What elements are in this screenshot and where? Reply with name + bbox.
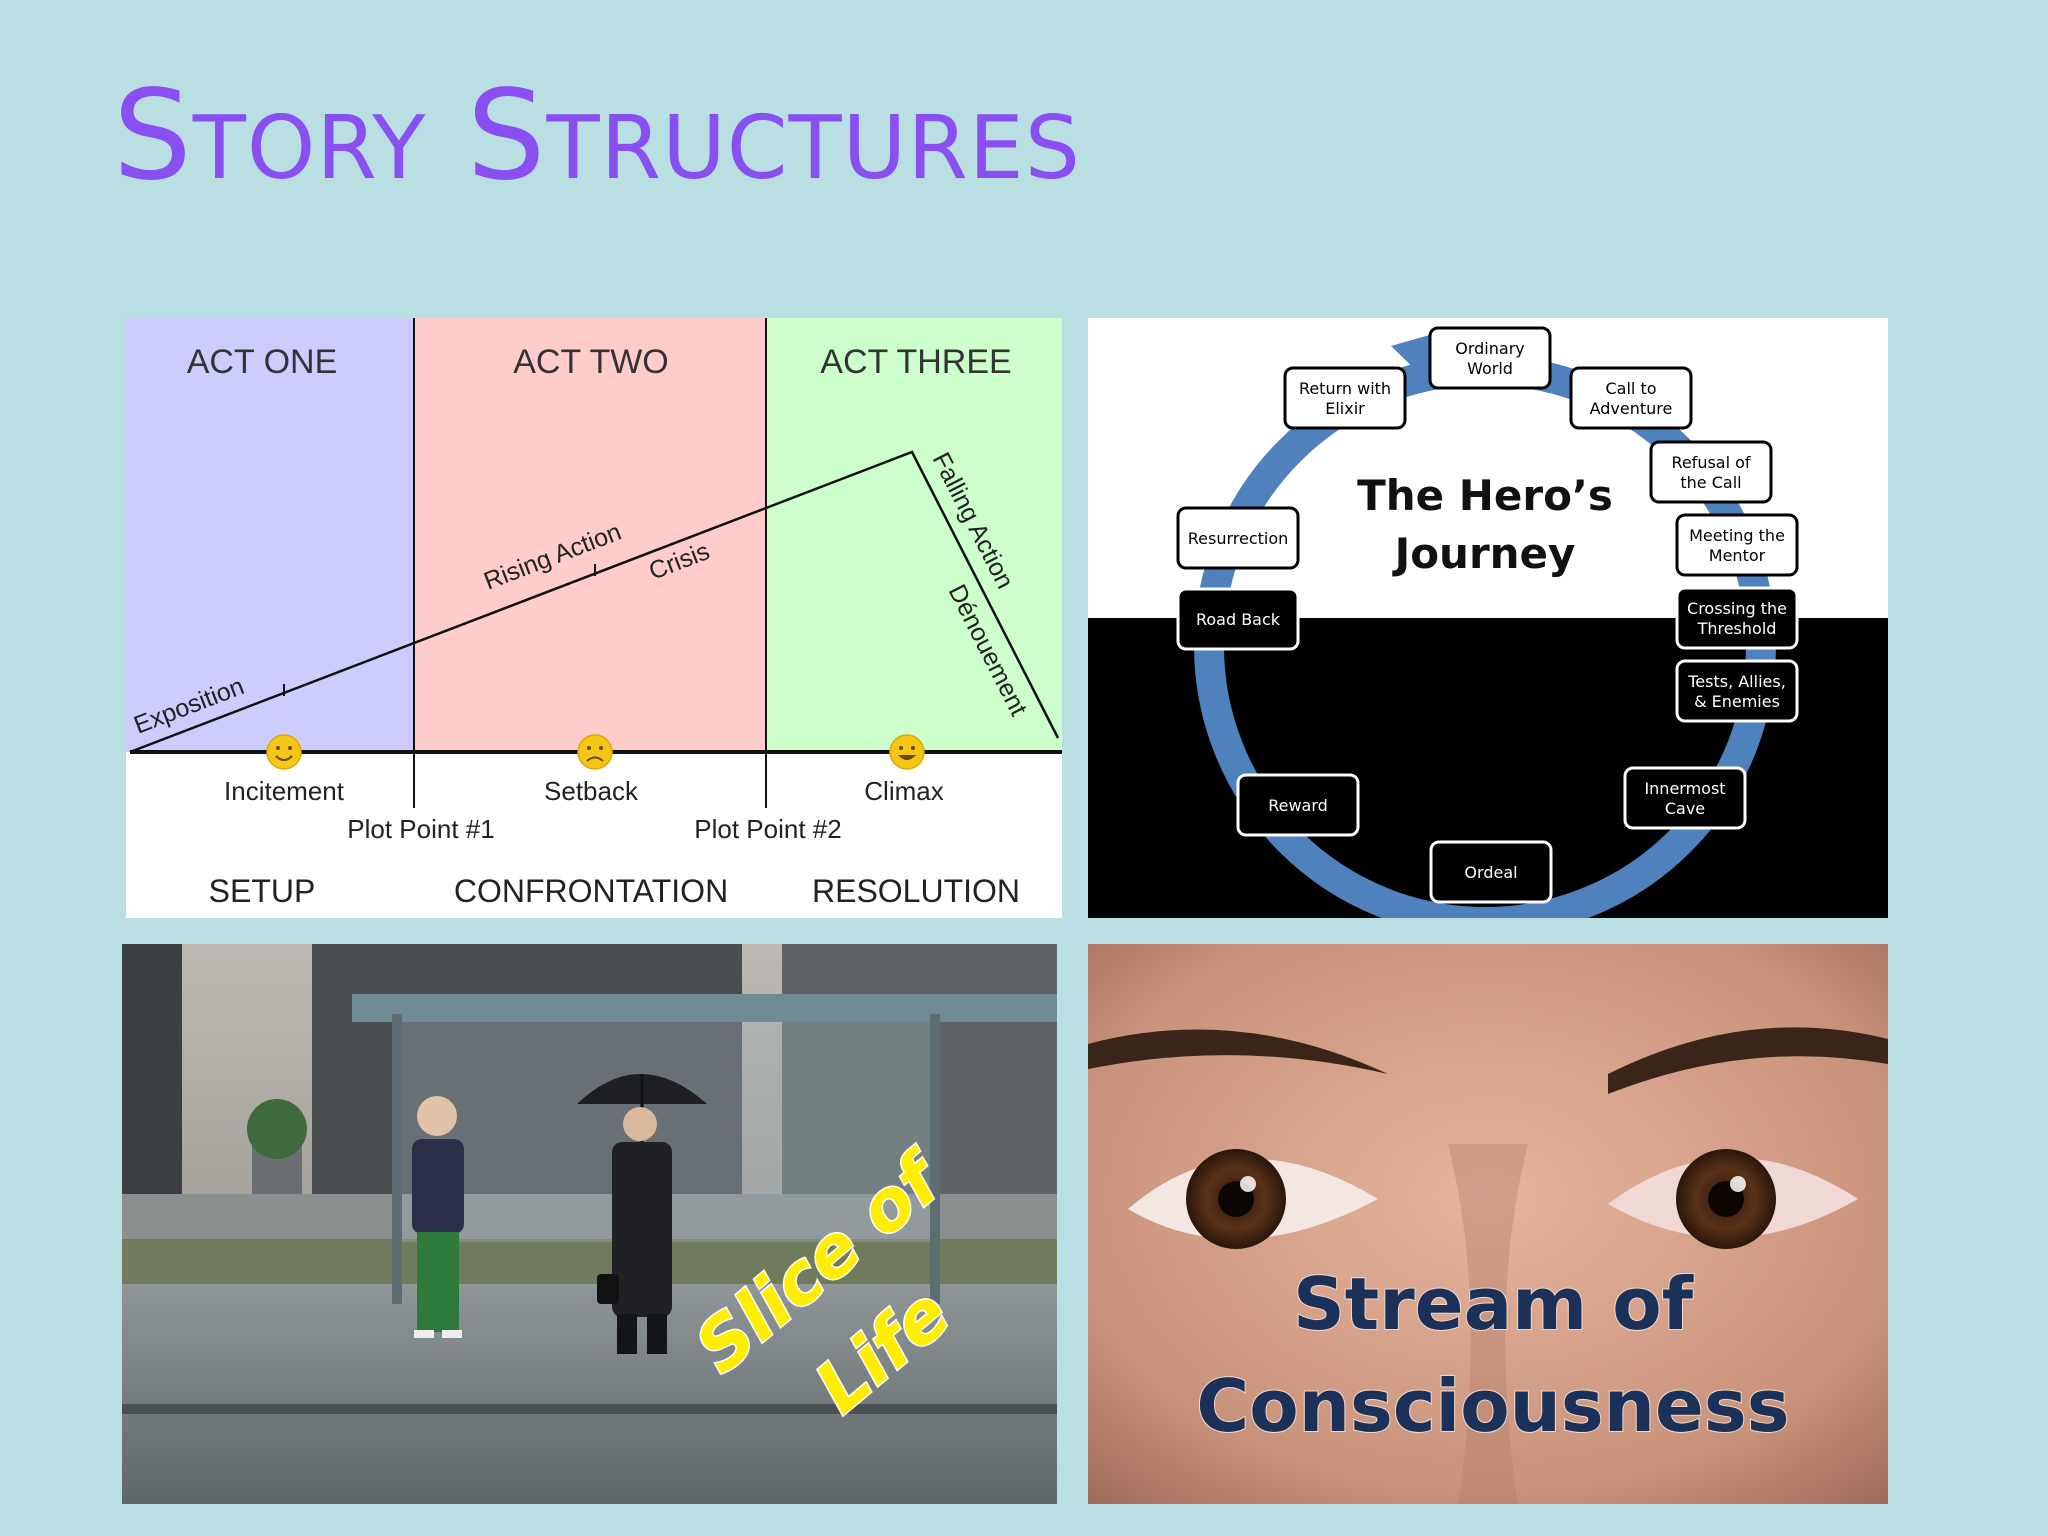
act-two-label: ACT TWO bbox=[513, 343, 669, 381]
setup-label: SETUP bbox=[209, 873, 316, 909]
svg-text:Ordeal: Ordeal bbox=[1464, 863, 1517, 882]
incitement-label: Incitement bbox=[224, 776, 345, 806]
svg-text:Adventure: Adventure bbox=[1590, 399, 1673, 418]
right-eye bbox=[1608, 1149, 1858, 1249]
stream-of-consciousness-photo: Stream of Consciousness bbox=[1088, 944, 1888, 1504]
bus-shelter-roof bbox=[352, 994, 1057, 1022]
act-one-label: ACT ONE bbox=[187, 343, 338, 381]
hero-title-line1: The Hero’s bbox=[1357, 471, 1613, 520]
stage-return-elixir: Return with Elixir bbox=[1283, 366, 1407, 430]
svg-text:Call to: Call to bbox=[1605, 379, 1656, 398]
person-with-umbrella bbox=[577, 1074, 707, 1354]
act-two-region bbox=[414, 318, 766, 752]
curb-edge bbox=[122, 1404, 1057, 1414]
bus-shelter-post-left bbox=[392, 1014, 402, 1304]
setback-emoji bbox=[577, 734, 613, 770]
left-eyebrow bbox=[1088, 1029, 1388, 1074]
svg-text:& Enemies: & Enemies bbox=[1694, 692, 1780, 711]
stage-crossing-threshold: Crossing the Threshold bbox=[1675, 586, 1799, 650]
act-three-label: ACT THREE bbox=[820, 343, 1011, 381]
svg-text:Road Back: Road Back bbox=[1196, 610, 1281, 629]
stream-caption-line1: Stream of bbox=[1293, 1262, 1694, 1346]
svg-text:Tests, Allies,: Tests, Allies, bbox=[1687, 672, 1786, 691]
heros-journey-svg: The Hero’s Journey Ordinary World Call t… bbox=[1088, 318, 1888, 918]
stage-ordinary-world: Ordinary World bbox=[1428, 326, 1552, 390]
stage-refusal-of-call: Refusal of the Call bbox=[1649, 440, 1773, 504]
svg-text:Elixir: Elixir bbox=[1325, 399, 1365, 418]
heros-journey-diagram: The Hero’s Journey Ordinary World Call t… bbox=[1088, 318, 1888, 918]
nose-bridge bbox=[1448, 1144, 1528, 1504]
left-eye bbox=[1128, 1149, 1378, 1249]
stage-ordeal: Ordeal bbox=[1429, 840, 1553, 904]
stream-caption-line2: Consciousness bbox=[1196, 1364, 1789, 1448]
plot-point-2-label: Plot Point #2 bbox=[694, 814, 841, 844]
three-act-diagram: ACT ONE ACT TWO ACT THREE Exposition Ris… bbox=[126, 318, 1062, 918]
svg-text:Resurrection: Resurrection bbox=[1188, 529, 1289, 548]
stage-tests-allies: Tests, Allies, & Enemies bbox=[1675, 659, 1799, 723]
storefront-right bbox=[782, 944, 1057, 1204]
hero-title-line2: Journey bbox=[1392, 529, 1576, 578]
slice-of-life-svg: Slice of Life bbox=[122, 944, 1057, 1504]
confrontation-label: CONFRONTATION bbox=[454, 873, 728, 909]
svg-text:Innermost: Innermost bbox=[1644, 779, 1725, 798]
stage-road-back: Road Back bbox=[1176, 587, 1300, 651]
story-arc-line bbox=[129, 450, 1060, 754]
curb-wall bbox=[122, 1194, 1057, 1239]
svg-text:Ordinary: Ordinary bbox=[1455, 339, 1524, 358]
person-left bbox=[412, 1096, 464, 1338]
stage-innermost-cave: Innermost Cave bbox=[1623, 766, 1747, 830]
climax-label: Climax bbox=[864, 776, 943, 806]
stream-svg: Stream of Consciousness bbox=[1088, 944, 1888, 1504]
stage-reward: Reward bbox=[1236, 773, 1360, 837]
svg-text:Threshold: Threshold bbox=[1697, 619, 1777, 638]
resolution-label: RESOLUTION bbox=[812, 873, 1020, 909]
climax-emoji bbox=[889, 734, 925, 770]
svg-text:Crossing the: Crossing the bbox=[1687, 599, 1787, 618]
svg-text:Cave: Cave bbox=[1665, 799, 1705, 818]
svg-text:Reward: Reward bbox=[1268, 796, 1328, 815]
stage-meeting-mentor: Meeting the Mentor bbox=[1675, 513, 1799, 577]
svg-text:Refusal of: Refusal of bbox=[1671, 453, 1750, 472]
wet-pavement bbox=[122, 1284, 1057, 1504]
slide-title: Story Structures bbox=[113, 64, 1081, 208]
grass-strip bbox=[122, 1234, 1057, 1284]
stage-resurrection: Resurrection bbox=[1176, 506, 1300, 570]
incitement-emoji bbox=[266, 734, 302, 770]
bus-shelter-post-right bbox=[930, 1014, 940, 1304]
setback-label: Setback bbox=[544, 776, 639, 806]
act-one-region bbox=[126, 318, 414, 752]
svg-text:Mentor: Mentor bbox=[1709, 546, 1766, 565]
stage-call-to-adventure: Call to Adventure bbox=[1569, 366, 1693, 430]
act-three-region bbox=[766, 318, 1062, 752]
svg-text:Meeting the: Meeting the bbox=[1689, 526, 1785, 545]
svg-text:World: World bbox=[1467, 359, 1513, 378]
svg-text:Return with: Return with bbox=[1299, 379, 1391, 398]
three-act-svg: ACT ONE ACT TWO ACT THREE Exposition Ris… bbox=[126, 318, 1062, 909]
svg-text:the Call: the Call bbox=[1680, 473, 1741, 492]
journey-arrow-head bbox=[1391, 334, 1433, 380]
plot-point-1-label: Plot Point #1 bbox=[347, 814, 494, 844]
right-eyebrow bbox=[1608, 1027, 1888, 1094]
planter-shrub bbox=[247, 1099, 307, 1159]
slice-of-life-photo: Slice of Life bbox=[122, 944, 1057, 1504]
